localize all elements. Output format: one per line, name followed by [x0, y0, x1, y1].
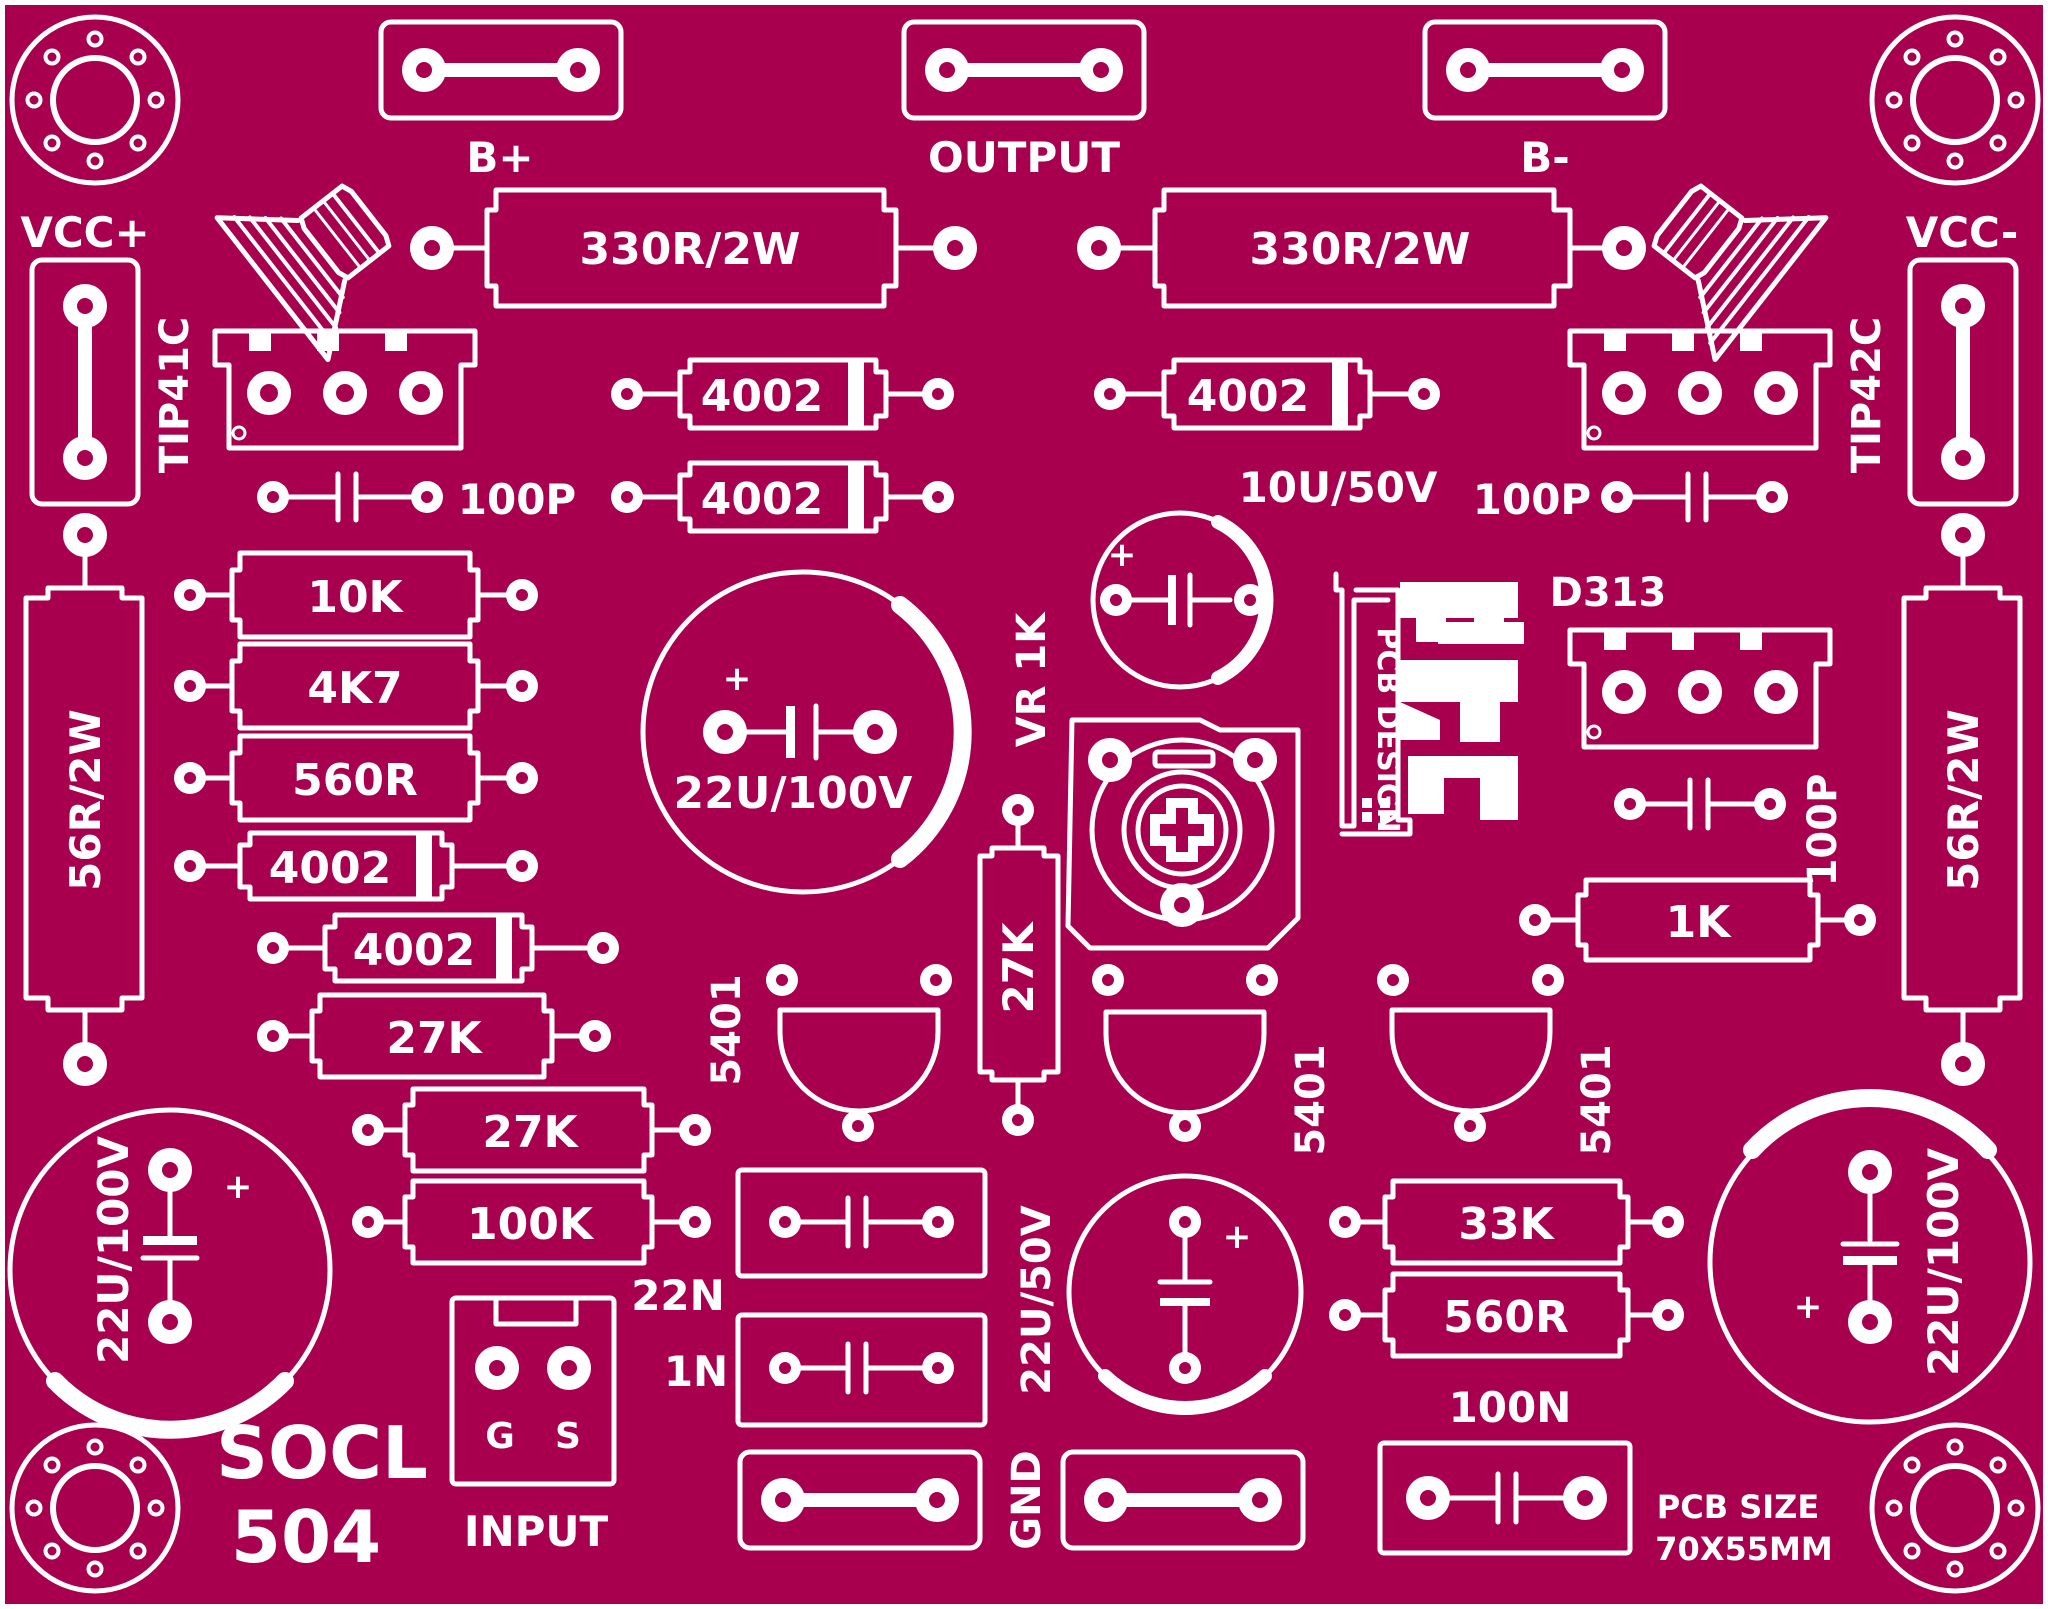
resistor-56r-right: [1901, 513, 2023, 1086]
capacitor-10u-50v: [1090, 510, 1274, 690]
label-100k: 100K: [467, 1199, 595, 1250]
transistor-5401-center: [1092, 964, 1278, 1142]
label-100p-left: 100P: [458, 475, 576, 524]
resistor-330r-right: [1077, 187, 1646, 309]
capacitor-100p-right-top: [1601, 471, 1788, 523]
nvr-logo: [1333, 571, 1524, 837]
board-name-line2: 504: [231, 1495, 381, 1579]
label-27k-vertical: 27K: [994, 921, 1043, 1013]
resistor-1k: [1519, 877, 1876, 963]
label-b-minus: B-: [1520, 133, 1569, 182]
label-vcc-minus: VCC-: [1906, 208, 2019, 257]
label-330r-right: 330R/2W: [1250, 224, 1471, 275]
label-330r-left: 330R/2W: [580, 224, 801, 275]
label-100p-right-top: 100P: [1473, 475, 1591, 524]
capacitor-22u-100v-center: [640, 569, 972, 895]
resistor-560r-left: [174, 733, 538, 823]
diode-4002-left-2: [257, 912, 619, 984]
pcb-size-line2: 70X55MM: [1655, 1530, 1832, 1568]
resistor-10k: [174, 550, 538, 640]
resistor-33k: [1329, 1178, 1684, 1266]
terminal-pad-vcc-minus: [1907, 257, 2019, 507]
label-560r-right: 560R: [1443, 1292, 1569, 1343]
label-4002-left-1: 4002: [269, 843, 391, 894]
transistor-5401-left: [766, 964, 952, 1142]
label-b-plus: B+: [466, 133, 533, 182]
diode-4002-mid-left: [611, 460, 954, 534]
label-10u-50v: 10U/50V: [1239, 463, 1438, 512]
label-22u-100v-right: 22U/100V: [1919, 1147, 1968, 1376]
pcb-size-line1: PCB SIZE: [1657, 1488, 1819, 1526]
plus-sign: +: [723, 659, 752, 699]
label-27k-left-1: 27K: [386, 1013, 483, 1064]
label-input: INPUT: [464, 1507, 609, 1556]
plus-sign: +: [1108, 535, 1137, 575]
label-5401-center: 5401: [1288, 1044, 1334, 1155]
label-5401-right: 5401: [1574, 1044, 1620, 1155]
label-input-g: G: [485, 1416, 515, 1457]
label-tip42c: TIP42C: [1844, 317, 1890, 474]
label-22u-100v-left: 22U/100V: [89, 1135, 138, 1364]
label-560r-left: 560R: [292, 755, 418, 806]
label-gnd: GND: [1004, 1450, 1050, 1550]
logo-caption: PCB DESIGN: [1370, 627, 1405, 832]
label-33k: 33K: [1458, 1199, 1555, 1250]
label-56r-left: 56R/2W: [61, 709, 110, 891]
label-4002-left-2: 4002: [353, 925, 475, 976]
label-4002-top-left: 4002: [701, 371, 823, 422]
board-name-line1: SOCL: [216, 1411, 428, 1495]
resistor-27k-vertical: [977, 794, 1061, 1136]
capacitor-22u-100v-left: [7, 1107, 333, 1439]
label-input-s: S: [555, 1416, 581, 1457]
capacitor-100p-left: [257, 471, 443, 523]
resistor-330r-left: [410, 187, 977, 309]
label-100p-right-mid: 100P: [1800, 774, 1846, 887]
resistor-4k7: [174, 641, 538, 731]
terminal-pad-vcc-plus: [29, 257, 141, 507]
trimmer-vr-1k: [1065, 717, 1301, 951]
label-1n: 1N: [664, 1347, 728, 1396]
label-4002-top-right: 4002: [1187, 371, 1309, 422]
diode-4002-top-right: [1094, 357, 1440, 431]
label-27k-left-2: 27K: [482, 1107, 579, 1158]
label-output: OUTPUT: [928, 133, 1120, 182]
label-4002-mid-left: 4002: [701, 474, 823, 525]
resistor-100k: [352, 1178, 711, 1266]
capacitor-22u-50v: [1066, 1173, 1304, 1415]
label-d313: D313: [1550, 570, 1667, 616]
label-4k7: 4K7: [307, 663, 402, 714]
label-10k: 10K: [307, 572, 404, 623]
resistor-27k-left-1: [257, 992, 611, 1080]
diode-4002-left-1: [174, 830, 538, 902]
resistor-27k-left-2: [352, 1086, 711, 1174]
label-22u-100v-center: 22U/100V: [674, 768, 913, 819]
label-vr-1k: VR 1K: [1009, 611, 1055, 748]
plus-sign: +: [224, 1167, 253, 1207]
label-5401-left: 5401: [704, 974, 750, 1085]
label-1k: 1K: [1666, 897, 1733, 948]
diode-4002-top-left: [611, 357, 954, 431]
transistor-5401-right: [1377, 964, 1564, 1142]
capacitor-1n: [735, 1312, 988, 1428]
label-100n: 100N: [1449, 1383, 1572, 1432]
label-56r-right: 56R/2W: [1939, 709, 1988, 891]
label-tip41c: TIP41C: [152, 317, 198, 474]
label-22u-50v: 22U/50V: [1014, 1205, 1060, 1394]
plus-sign: +: [1794, 1287, 1823, 1327]
label-22n: 22N: [631, 1271, 725, 1320]
label-vcc-plus: VCC+: [20, 208, 149, 257]
resistor-560r-right: [1329, 1271, 1684, 1359]
capacitor-100p-right-mid: [1614, 777, 1786, 831]
resistor-56r-left: [23, 513, 145, 1086]
capacitor-22u-100v-right: [1707, 1089, 2033, 1425]
capacitor-22n: [735, 1167, 988, 1279]
capacitor-100n: [1377, 1440, 1633, 1556]
plus-sign: +: [1223, 1217, 1252, 1257]
input-connector: [449, 1295, 617, 1487]
